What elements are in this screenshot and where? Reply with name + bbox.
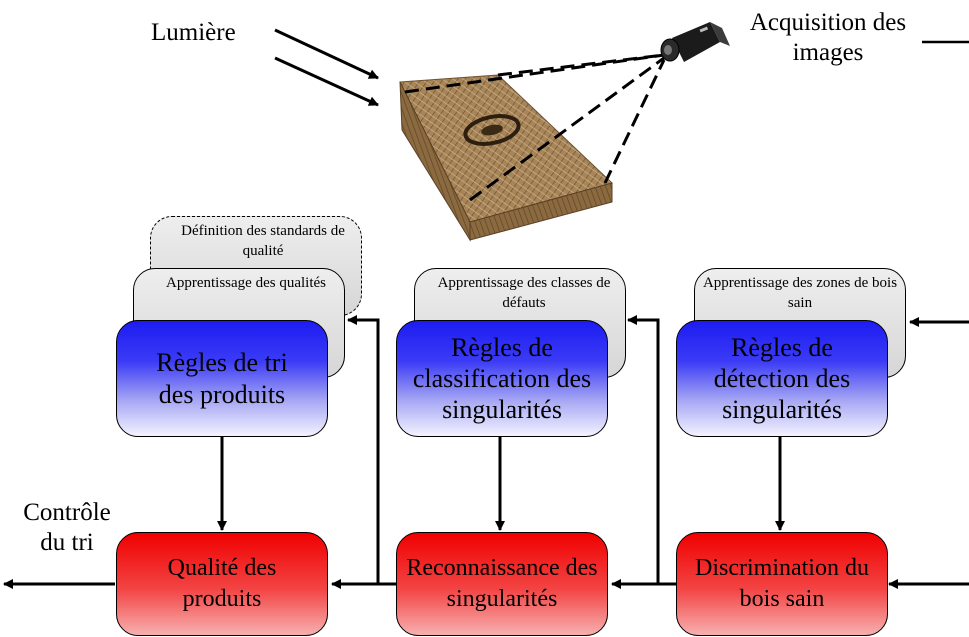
detection-rules-box: Règles de détection des singularités <box>676 320 888 437</box>
light-ray-1 <box>274 28 379 80</box>
detection-rules-text: Règles de détection des singularités <box>713 332 851 425</box>
light-ray-2 <box>274 56 379 107</box>
control-label: Contrôle du tri <box>23 499 111 556</box>
sound-wood-learning-text: Apprentissage des zones de bois sain <box>702 275 898 312</box>
quality-box: Qualité des produits <box>116 532 328 636</box>
classification-rules-text: Règles de classification des singularité… <box>412 332 592 425</box>
recognition-box: Reconnaissance des singularités <box>396 532 608 636</box>
recognition-text: Reconnaissance des singularités <box>406 554 598 612</box>
wood-plank-image <box>399 74 613 242</box>
feedback-loop-middle <box>627 315 660 584</box>
sorting-rules-text: Règles de tri des produits <box>156 348 288 409</box>
camera-view-lines <box>404 53 666 202</box>
classification-rules-box: Règles de classification des singularité… <box>396 320 608 437</box>
quality-standards-text: Définition des standards de qualité <box>181 223 345 260</box>
light-label: Lumière <box>151 19 236 46</box>
discrimination-text: Discrimination du bois sain <box>695 554 869 612</box>
feedback-loop-left <box>347 315 380 584</box>
quality-text: Qualité des produits <box>167 554 277 612</box>
quality-learning-text: Apprentissage des qualités <box>166 275 326 291</box>
sorting-rules-box: Règles de tri des produits <box>116 320 328 437</box>
discrimination-box: Discrimination du bois sain <box>676 532 888 636</box>
acquisition-label: Acquisition des images <box>749 9 907 66</box>
camera-icon <box>660 22 730 62</box>
defect-class-learning-text: Apprentissage des classes de défauts <box>437 275 611 312</box>
